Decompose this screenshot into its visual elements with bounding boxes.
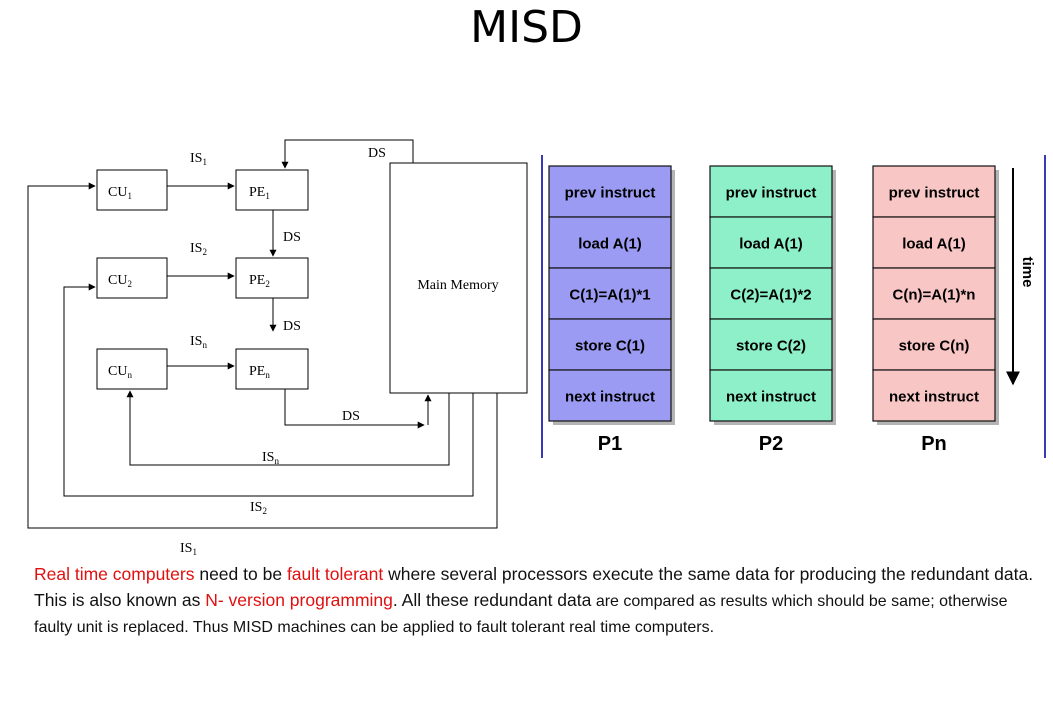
instruction-text: C(1)=A(1)*1 [569,287,650,304]
processor-label: Pn [921,433,947,455]
time-label: time [1019,257,1036,288]
instruction-text: load A(1) [739,236,803,253]
processing-element-1: PE1 [235,169,309,211]
ds-label-2: DS [283,319,301,334]
instruction-cell [548,267,672,320]
instruction-cell [548,165,672,218]
is-return-label-1: IS1 [180,541,197,557]
instruction-text: prev instruct [726,185,817,202]
instruction-text: next instruct [889,389,979,406]
is-label-1: IS1 [190,151,207,167]
instruction-text: next instruct [726,389,816,406]
misd-diagram: CU1 CU2 CUn PE1 PE2 PEn Main Memory IS1 … [27,139,1046,557]
svg-text:PE2: PE2 [249,273,270,289]
instruction-text: load A(1) [578,236,642,253]
instruction-cell [548,216,672,269]
instruction-text: C(n)=A(1)*n [893,287,976,304]
term-real-time-computers: Real time computers [34,564,195,584]
is-return-label-2: IS2 [250,500,267,516]
instruction-cell [872,165,996,218]
control-unit-n: CUn [96,348,168,390]
instruction-cell [709,369,833,422]
page-title: MISD [470,2,583,53]
instruction-text: store C(n) [899,338,970,355]
instruction-text: prev instruct [889,185,980,202]
instruction-cell [872,216,996,269]
ds-label-bottom: DS [342,409,360,424]
is-return-label-n: ISn [262,450,279,466]
instruction-text: C(2)=A(1)*2 [730,287,811,304]
ds-label-top: DS [368,146,386,161]
instruction-stream-arrows [167,182,235,370]
instruction-text: prev instruct [565,185,656,202]
instruction-cell [872,318,996,371]
instruction-cell [548,369,672,422]
is-label-2: IS2 [190,241,207,257]
processor-label: P2 [759,433,783,455]
instruction-cell [709,267,833,320]
memory-to-cu-arrows [27,182,498,529]
processor-column-p1: prev instruct load A(1) C(1)=A(1)*1 store C… [548,165,675,455]
processing-element-n: PEn [235,348,309,390]
control-unit-1: CU1 [96,169,168,211]
svg-text:Main Memory: Main Memory [417,278,498,293]
description-paragraph: Real time computers need to be fault tol… [34,564,1034,636]
instruction-cell [548,318,672,371]
svg-text:PE1: PE1 [249,185,270,201]
instruction-cell [872,369,996,422]
processor-column-p2: prev instruct load A(1) C(2)=A(1)*2 store C… [709,165,836,455]
processor-column-pn: prev instruct load A(1) C(n)=A(1)*n store C… [872,165,999,455]
svg-text:CU2: CU2 [108,273,132,289]
instruction-text: store C(2) [736,338,806,355]
instruction-text: load A(1) [902,236,966,253]
instruction-cell [709,165,833,218]
term-fault-tolerant: fault tolerant [286,564,384,584]
svg-text:PEn: PEn [249,364,270,380]
main-memory: Main Memory [389,162,528,394]
control-unit-2: CU2 [96,257,168,299]
term-n-version-programming: N- version programming [205,589,393,610]
ds-label-1: DS [283,230,301,245]
instruction-text: next instruct [565,389,655,406]
svg-text:CU1: CU1 [108,185,132,201]
instruction-text: store C(1) [575,338,645,355]
is-label-n: ISn [190,334,207,350]
processing-element-2: PE2 [235,257,309,299]
time-arrow: time [1006,168,1036,386]
data-stream-arrows [269,139,432,429]
instruction-cell [872,267,996,320]
instruction-cell [709,216,833,269]
instruction-cell [709,318,833,371]
svg-text:CUn: CUn [108,364,132,380]
processor-label: P1 [598,433,622,455]
